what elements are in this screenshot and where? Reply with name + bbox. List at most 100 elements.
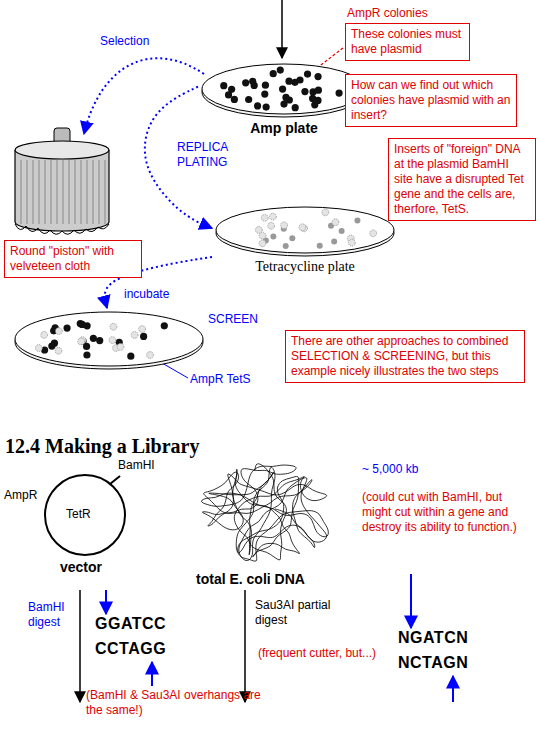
plate-label: SCREEN [208,312,258,326]
replica-loop [84,58,204,134]
colony [48,342,55,349]
text-label: AmpR TetS [190,372,250,387]
note-text: These colonies must have plasmid [345,23,470,61]
note-box: Round "piston" with velveteen cloth [4,240,142,278]
colony [161,322,168,329]
drawing-part [15,150,109,231]
dna-strand [201,464,328,561]
drawing-part [45,475,125,555]
faint-colony [370,230,377,237]
faint-colony [259,240,266,247]
faint-colony [259,232,266,239]
colony [225,91,232,98]
cloth-stripe [33,160,34,224]
cloth-stripe [45,160,46,224]
colony [242,79,249,86]
faint-colony [322,209,329,216]
faint-colony [35,345,42,352]
section-title: 12.4 Making a Library [5,434,199,458]
cloth-stripe [87,160,88,224]
colony [279,85,286,92]
faint-colony [332,219,339,226]
chromosome-tangle [201,464,328,561]
colony [292,104,299,111]
colony [314,73,321,80]
cut-arrow [151,662,153,686]
cut-arrow [105,590,107,614]
text-label: (BamHI & Sau3AI overhangs are the same!) [86,688,276,718]
text-label: Sau3AI partial digest [255,598,337,628]
digest-arrow [79,590,81,702]
faint-colony [41,331,48,338]
colony [262,82,269,89]
petri-plate: Tetracycline plate [212,203,398,275]
colony [289,235,295,241]
cloth-stripe [69,160,70,224]
colony [335,90,342,97]
colony [339,228,345,234]
faint-colony [147,352,154,359]
note-box: Inserts of "foreign" DNA at the plasmid … [388,138,536,221]
text-label: NGATCN [398,630,468,645]
digest-arrow [244,590,246,702]
colony [261,90,268,97]
text-label: vector [60,560,102,575]
callout-heading: AmpR colonies [345,6,470,21]
colony [315,87,322,94]
faint-colony [56,328,63,335]
drawing-part [110,476,120,484]
text-label: CCTAGG [95,641,166,656]
vector-plasmid [45,475,125,555]
cloth-stripe [63,160,64,224]
colony [140,333,147,340]
text-label: AmpR [4,488,37,503]
colony [270,234,276,240]
faint-colony [131,332,138,339]
text-label: total E. coli DNA [196,572,305,587]
text-label: (frequent cutter, but...) [258,646,378,661]
faint-colony [281,222,288,229]
colony [354,217,360,223]
faint-colony [109,337,116,344]
cloth-stripe [99,160,100,224]
faint-colony [78,338,85,345]
text-label: BamHI [118,458,155,473]
colony [249,78,256,85]
plate-label: Tetracycline plate [212,259,398,275]
cloth-stripe [39,160,40,224]
colony [263,103,270,110]
colony [304,71,311,78]
faint-colony [110,323,117,330]
colony [245,96,252,103]
note-text: Inserts of "foreign" DNA at the plasmid … [394,142,530,217]
plate-top [216,207,394,253]
text-label: GGATCC [95,616,166,631]
cloth-stripe [21,160,22,224]
cloth-stripe [27,160,28,224]
text-label: (could cut with BamHI, but might cut wit… [362,490,534,535]
cloth-stripe [93,160,94,224]
text-label: TetR [66,507,91,522]
cloth-stripe [57,160,58,224]
cut-arrow [410,574,412,628]
edge-label: REPLICA PLATING [175,140,249,170]
drawing-part [21,160,105,224]
note-text: Round "piston" with velveteen cloth [10,244,136,274]
colony [283,243,289,249]
colony [282,94,289,101]
plate-drawing [212,203,398,257]
text-label: Selection [100,34,149,49]
faint-colony [348,239,355,246]
faint-colony [268,222,275,229]
drawing-part [15,141,109,159]
colony [96,337,103,344]
cloth-stripe [75,160,76,224]
faint-colony [117,343,124,350]
edge-label: incubate [122,287,186,302]
note-box: AmpR coloniesThese colonies must have pl… [345,6,470,61]
colony [220,82,227,89]
faint-colony [55,347,62,354]
note-text: There are other approaches to combined S… [291,334,519,379]
